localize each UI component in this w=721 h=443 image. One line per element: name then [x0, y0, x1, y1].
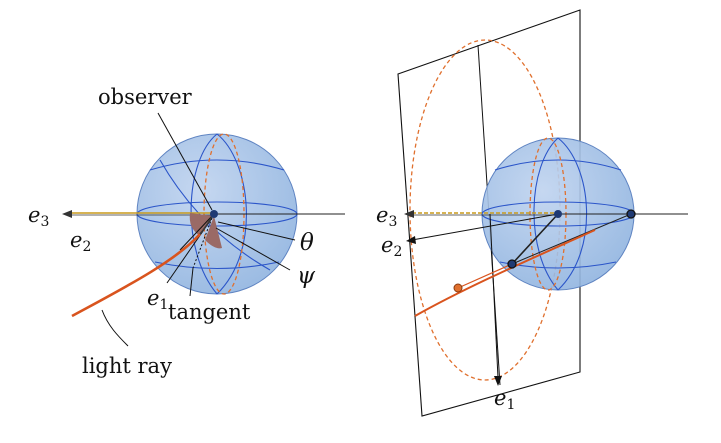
left-e2-label: e2: [70, 228, 91, 255]
left-e3-label: e3: [28, 203, 49, 230]
right-plane: [397, 9, 581, 417]
left-axis-e2-line: [179, 215, 213, 251]
right-axis-e3-arrowhead: [404, 210, 414, 218]
psi-leader: [215, 227, 291, 271]
right-chord-2: [511, 213, 632, 265]
right-source-point: [453, 283, 463, 293]
right-point-tangent: [507, 259, 517, 269]
tangent-label: tangent: [168, 300, 251, 324]
right-ray-segment: [457, 263, 513, 289]
right-axis-e1-line: [489, 213, 499, 379]
theta-leader: [217, 221, 296, 241]
right-point-far: [626, 209, 636, 219]
psi-label: ψ: [297, 263, 316, 289]
right-observer-point: [554, 210, 562, 218]
light-ray-label: light ray: [82, 354, 172, 378]
left-light-ray-inner: [199, 215, 213, 235]
observer-label: observer: [98, 85, 193, 109]
tangent-leader: [189, 267, 194, 297]
theta-label: θ: [300, 230, 314, 256]
right-axis-e1-arrowhead: [494, 376, 502, 386]
right-axis-e2-arrowhead: [406, 236, 416, 244]
right-panel: e3 e2 e1: [376, 9, 688, 417]
left-e1-label: e1: [147, 286, 168, 313]
right-e3-label: e3: [376, 203, 397, 230]
left-theta-wedge: [189, 213, 214, 236]
right-chord-1: [511, 213, 559, 265]
light-ray-leader: [101, 309, 129, 347]
right-e2-label: e2: [381, 233, 402, 260]
left-panel: observer e3 e2 e1 θ ψ tangent light ray: [28, 85, 345, 378]
tangent-dotted-line: [192, 217, 213, 269]
right-axis-e2-line: [411, 213, 559, 241]
left-axis-e3-arrowhead: [62, 210, 72, 218]
right-light-ray: [414, 229, 596, 317]
right-e1-label: e1: [494, 386, 515, 413]
left-observer-point: [210, 210, 218, 218]
left-light-ray: [71, 233, 201, 318]
left-psi-wedge: [205, 216, 222, 249]
observer-leader: [157, 112, 213, 211]
